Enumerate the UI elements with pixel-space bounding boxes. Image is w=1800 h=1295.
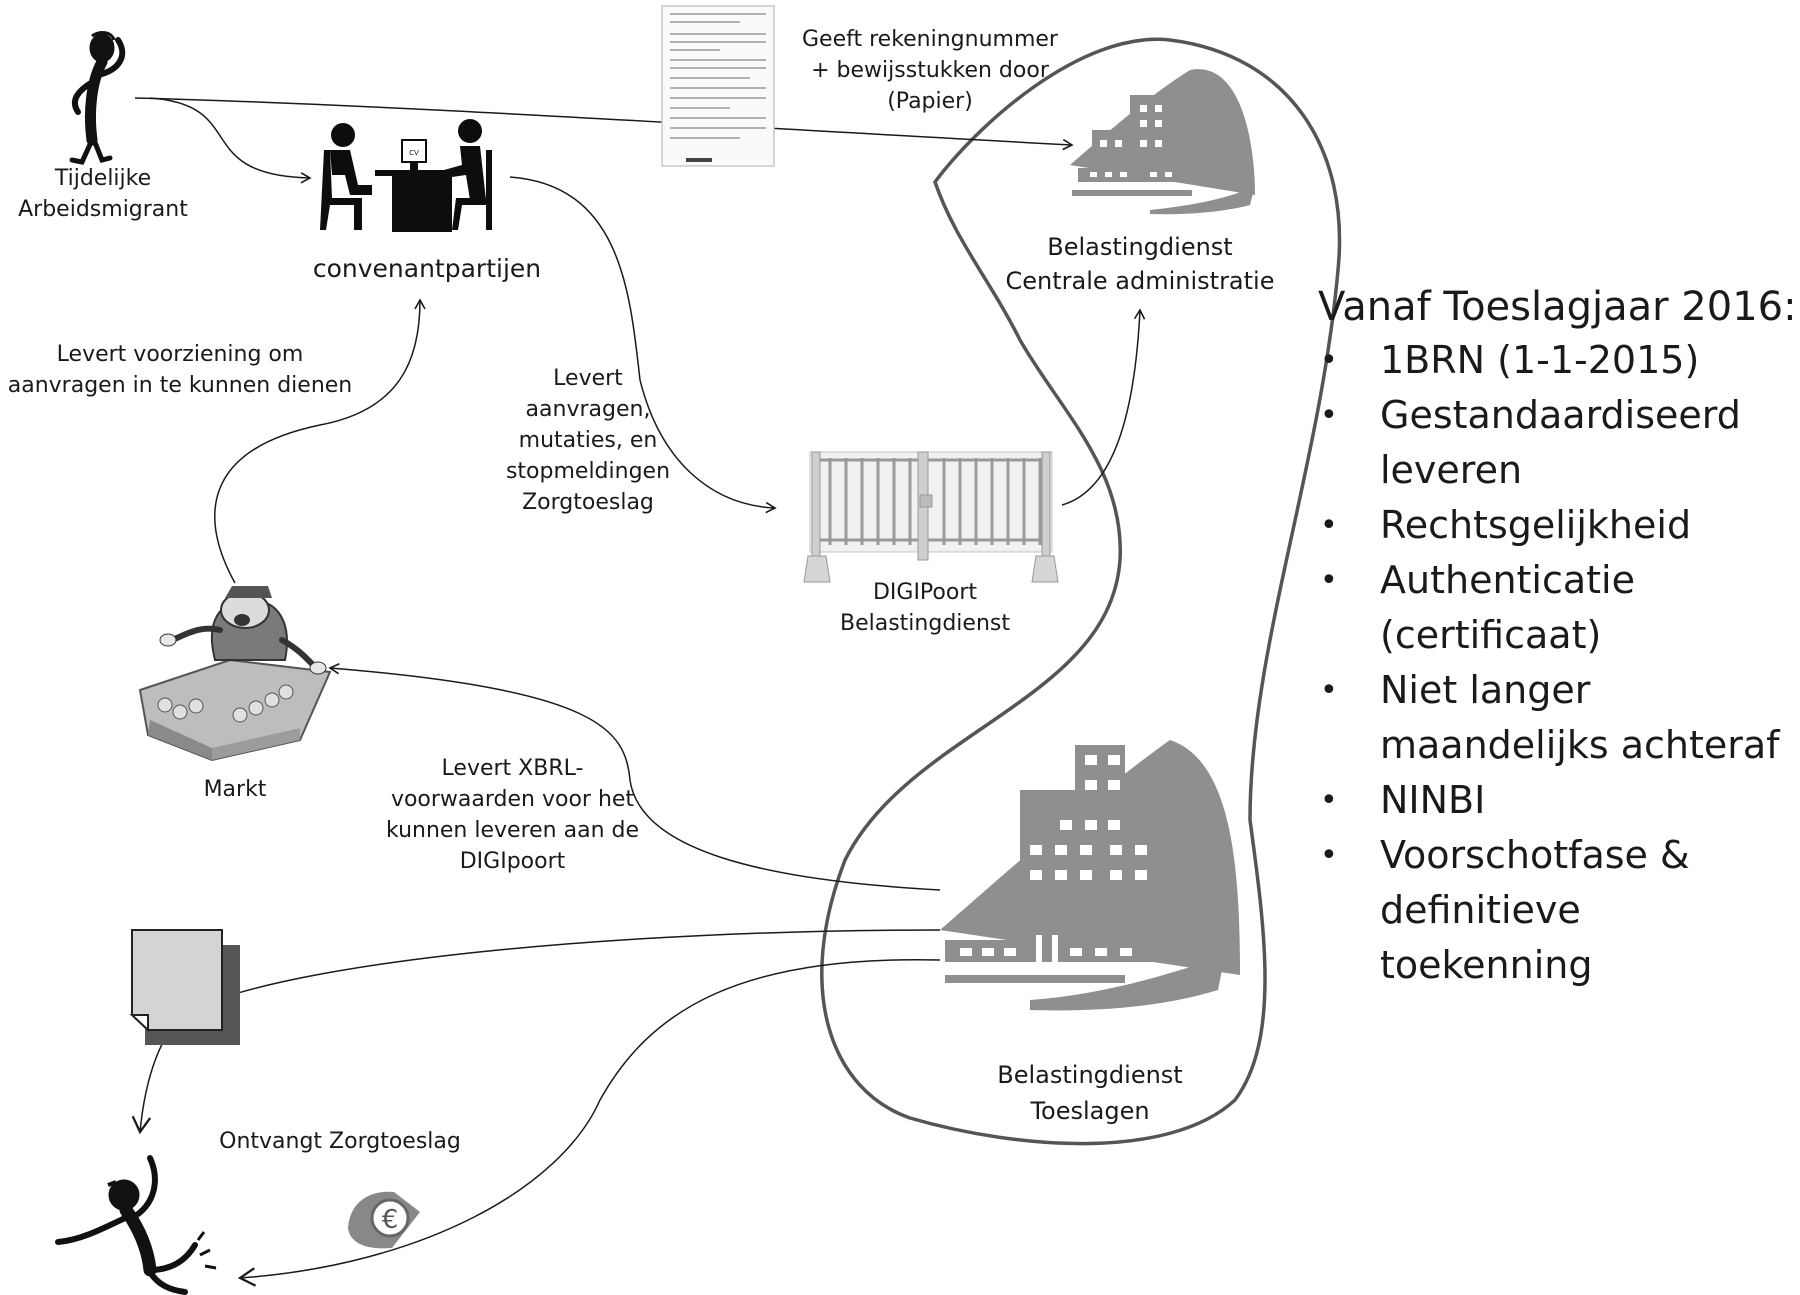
market-label: Markt xyxy=(203,777,267,802)
arrow-partners-to-digipoort xyxy=(509,176,777,514)
requests-flow-label: Levert aanvragen, mutaties, en stopmeldi… xyxy=(505,366,671,515)
toeslagen-label: Belastingdienst Toeslagen xyxy=(997,1061,1183,1125)
migrant-label: Tijdelijke Arbeidsmigrant xyxy=(18,166,188,222)
jumping-stick-figure-icon xyxy=(55,1155,217,1295)
receives-flow-label: Ontvangt Zorgtoeslag xyxy=(219,1129,461,1154)
paper-flow-label: Geeft rekeningnummer + bewijsstukken doo… xyxy=(802,27,1058,114)
arrow-toeslagen-to-person-2 xyxy=(237,958,941,1287)
svg-text:CV: CV xyxy=(409,149,419,157)
euro-coin-icon: € xyxy=(348,1191,420,1249)
digipoort-label: DIGIPoort Belastingdienst xyxy=(840,580,1010,636)
arrow-migrant-to-central xyxy=(134,97,1074,151)
side-panel-item: NINBI xyxy=(1318,773,1798,828)
flow-arrows xyxy=(131,97,1146,1287)
side-panel-item: 1BRN (1-1-2015) xyxy=(1318,333,1798,388)
thinking-stick-figure-icon xyxy=(69,31,126,165)
office-building-icon xyxy=(940,740,1240,1011)
xbrl-flow-label: Levert XBRL- voorwaarden voor het kunnen… xyxy=(386,756,639,874)
paper-form-icon xyxy=(661,5,775,167)
office-desk-meeting-icon: CV xyxy=(320,119,492,232)
office-building-icon xyxy=(1070,69,1255,215)
arrow-market-to-partners xyxy=(214,298,426,584)
arrow-toeslagen-to-person xyxy=(131,929,941,1135)
partners-label: convenantpartijen xyxy=(312,254,542,283)
side-panel-item: Authenticatie (certificaat) xyxy=(1318,553,1798,663)
belastingdienst-boundary xyxy=(820,37,1342,1146)
market-vendor-icon xyxy=(138,586,332,762)
side-panel-item: Rechtsgelijkheid xyxy=(1318,498,1798,553)
side-panel-item: Niet langer maandelijks achteraf xyxy=(1318,663,1798,773)
side-panel-item: Voorschotfase & definitieve toekenning xyxy=(1318,828,1798,993)
arrow-digipoort-to-central xyxy=(1061,308,1146,506)
side-panel-item: Gestandaardiseerd leveren xyxy=(1318,388,1798,498)
documents-stack-icon xyxy=(129,929,240,1045)
facility-flow-label: Levert voorziening om aanvragen in te ku… xyxy=(7,342,353,398)
svg-text:€: € xyxy=(382,1205,399,1235)
central-admin-label: Belastingdienst Centrale administratie xyxy=(1005,233,1275,295)
arrow-toeslagen-to-market xyxy=(328,663,941,891)
gate-icon xyxy=(803,451,1059,583)
side-panel-list: 1BRN (1-1-2015) Gestandaardiseerd levere… xyxy=(1318,333,1798,993)
side-panel-title: Vanaf Toeslagjaar 2016: xyxy=(1318,284,1797,330)
arrow-migrant-to-partners xyxy=(149,97,312,184)
